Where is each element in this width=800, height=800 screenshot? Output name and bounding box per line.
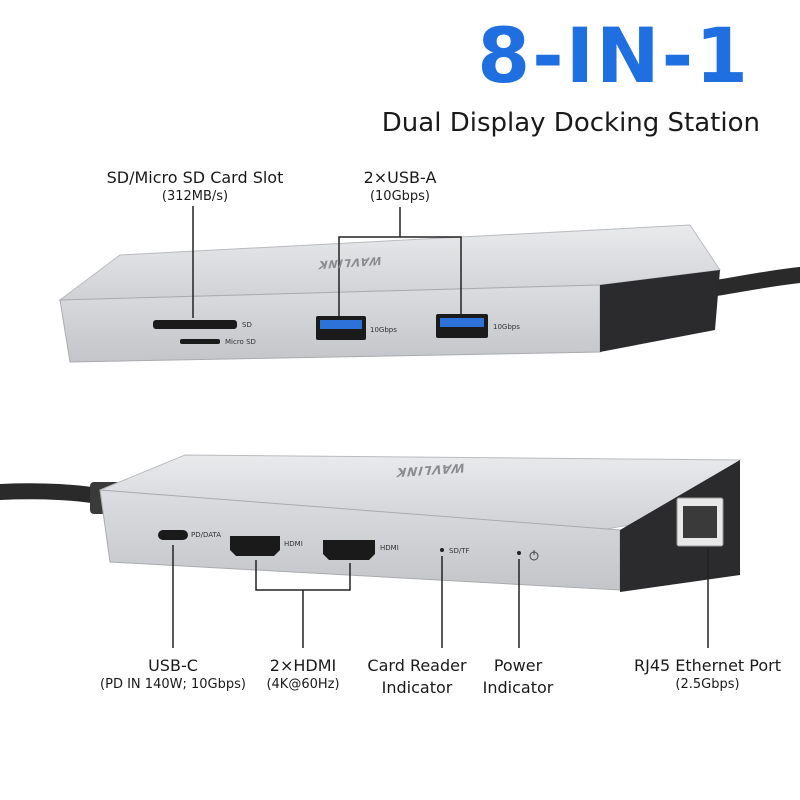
usb1-mark: 10Gbps (370, 326, 397, 334)
usb-c-port (158, 530, 188, 540)
hdmi-label: 2×HDMI (269, 656, 337, 675)
card-slot-detail: (312MB/s) (161, 189, 229, 204)
power-line2: Indicator (482, 678, 554, 697)
hdmi2-mark: HDMI (380, 544, 399, 552)
hdmi-detail: (4K@60Hz) (266, 677, 340, 692)
usb-c-callout: USB-C (PD IN 140W; 10Gbps) (83, 656, 263, 693)
hdmi1-mark: HDMI (284, 540, 303, 548)
micro-sd-slot (180, 339, 220, 344)
card-slot-label: SD/Micro SD Card Slot (106, 168, 284, 187)
card-reader-led (440, 548, 444, 552)
card-reader-line1: Card Reader (367, 656, 467, 675)
power-led (517, 551, 521, 555)
page-subtitle: Dual Display Docking Station (381, 108, 760, 138)
bottom-hub (0, 454, 742, 648)
sd-mark: SD (242, 321, 252, 329)
rj45-detail: (2.5Gbps) (675, 677, 740, 692)
hdmi-port-1 (230, 536, 280, 556)
usb-a-callout: 2×USB-A (10Gbps) (330, 168, 470, 205)
card-reader-line2: Indicator (381, 678, 453, 697)
top-hub (58, 206, 800, 363)
sd-slot (153, 320, 237, 329)
usb-c-detail: (PD IN 140W; 10Gbps) (100, 677, 246, 692)
power-line1: Power (493, 656, 543, 675)
card-reader-callout: Card Reader Indicator (352, 655, 482, 699)
top-hub-end-cap (600, 270, 720, 352)
usb-a-detail: (10Gbps) (369, 189, 431, 204)
rj45-callout: RJ45 Ethernet Port (2.5Gbps) (615, 656, 800, 693)
rj45-label: RJ45 Ethernet Port (633, 656, 781, 675)
power-callout: Power Indicator (470, 655, 566, 699)
hdmi-port-2 (323, 540, 375, 560)
hdmi-callout: 2×HDMI (4K@60Hz) (248, 656, 358, 693)
usb-c-label: USB-C (148, 656, 198, 675)
sdtf-mark: SD/TF (449, 547, 470, 555)
pd-data-mark: PD/DATA (191, 531, 222, 539)
page-title: 8-IN-1 (477, 11, 750, 100)
card-slot-callout: SD/Micro SD Card Slot (312MB/s) (80, 168, 310, 205)
micro-sd-mark: Micro SD (225, 338, 256, 346)
usb2-mark: 10Gbps (493, 323, 520, 331)
usb-a-label: 2×USB-A (363, 168, 437, 187)
